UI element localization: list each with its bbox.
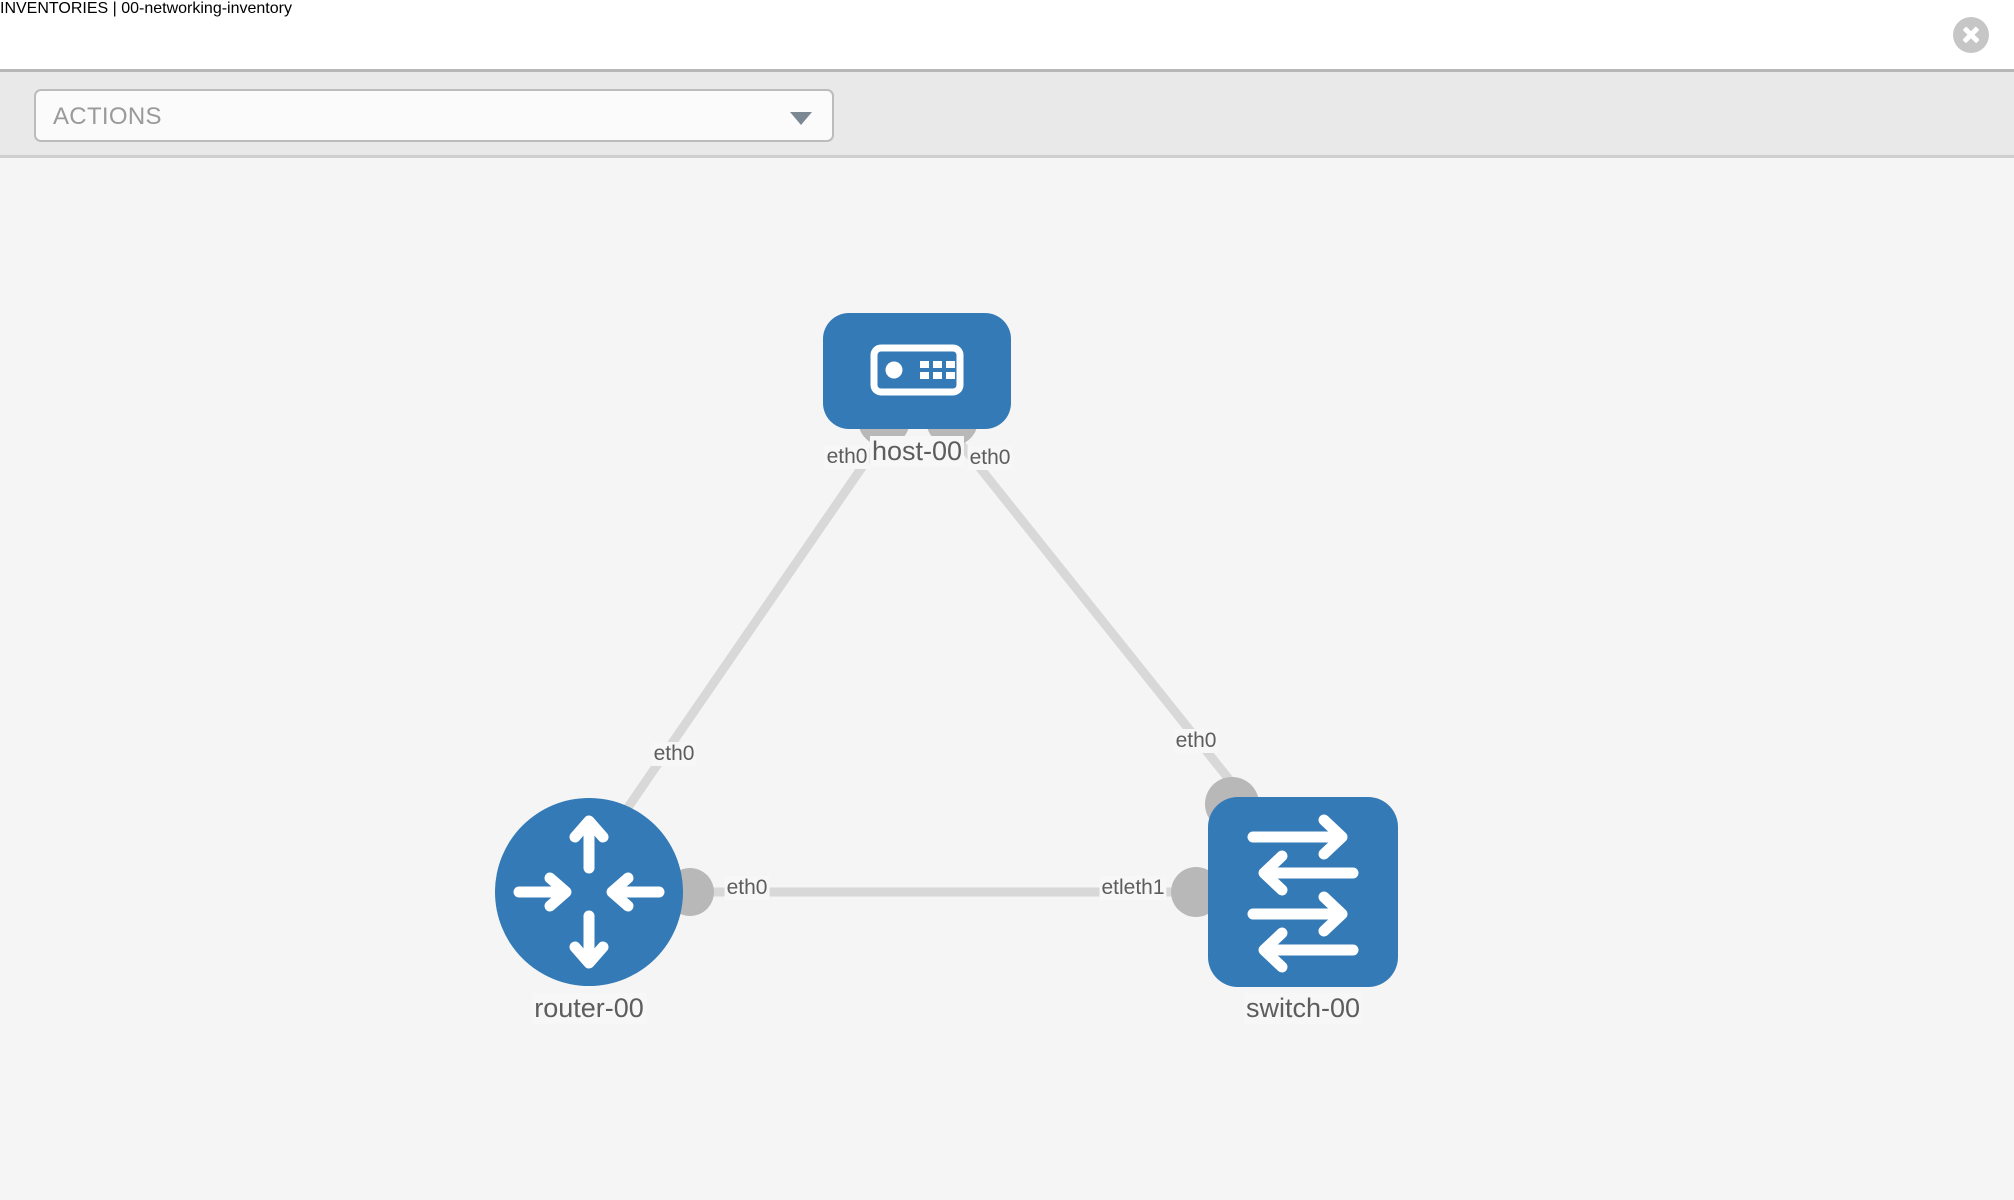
- edge-label-router00-east: eth0: [724, 876, 770, 900]
- edge-host00-switch00[interactable]: [944, 425, 1264, 821]
- graph-connectors: [666, 394, 1259, 917]
- toolbar: ACTIONS SEARCH: [0, 72, 2014, 214]
- graph-edges: [596, 425, 1264, 897]
- edge-label-host00-right: eth0: [967, 446, 1013, 470]
- node-switch-00[interactable]: [1208, 797, 1398, 987]
- edge-label-router00-north: eth0: [651, 742, 697, 766]
- page-title: INVENTORIES | 00-networking-inventory: [0, 0, 292, 17]
- node-router-00[interactable]: [495, 798, 683, 986]
- edge-host00-router00[interactable]: [596, 425, 893, 851]
- window-header: INVENTORIES | 00-networking-inventory: [0, 0, 2014, 72]
- node-host-00[interactable]: [823, 313, 1011, 429]
- edge-label-switch00-north: eth0: [1173, 729, 1219, 753]
- edge-label-switch00-west: etleth1: [1099, 876, 1167, 900]
- actions-dropdown-label: ACTIONS: [53, 103, 162, 130]
- close-icon[interactable]: [1953, 17, 1989, 53]
- edge-label-host00-left: eth0: [824, 445, 870, 469]
- node-label-router-00: router-00: [532, 993, 646, 1024]
- topology-graph: [495, 313, 1398, 987]
- node-label-host-00: host-00: [869, 436, 965, 467]
- chevron-down-icon: [790, 111, 812, 125]
- topology-canvas[interactable]: host-00 router-00 switch-00 eth0 eth0 et…: [0, 158, 2014, 1200]
- node-label-switch-00: switch-00: [1243, 993, 1363, 1024]
- actions-dropdown[interactable]: ACTIONS: [34, 89, 834, 142]
